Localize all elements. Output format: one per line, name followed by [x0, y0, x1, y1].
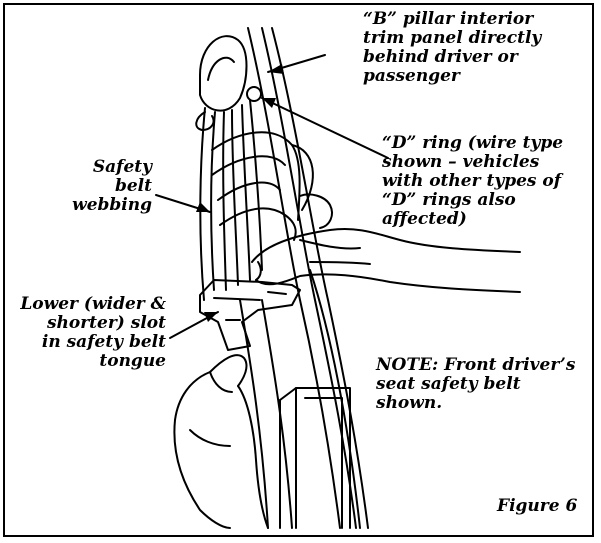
figure-caption-text: Figure 6 — [497, 497, 577, 516]
d-ring-label-line: “D” ring (wire type — [382, 134, 563, 153]
b-pillar-label-line: “B” pillar interior — [363, 10, 541, 29]
d-ring-label-line: with other types of — [382, 172, 563, 191]
b-pillar-label-line: passenger — [363, 67, 541, 86]
b-pillar-label-line: trim panel directly — [363, 29, 541, 48]
b-pillar-label-line: behind driver or — [363, 48, 541, 67]
d-ring-label-line: shown – vehicles — [382, 153, 563, 172]
webbing-label: Safety belt webbing — [70, 158, 152, 215]
webbing-label-line: Safety — [70, 158, 152, 177]
d-ring-label: “D” ring (wire type shown – vehicles wit… — [382, 134, 563, 229]
note-label: NOTE: Front driver’s seat safety belt sh… — [376, 356, 575, 413]
b-pillar-label: “B” pillar interior trim panel directly … — [363, 10, 541, 86]
note-label-line: shown. — [376, 394, 575, 413]
lower-slot-label-line: in safety belt — [14, 333, 166, 352]
lower-hand — [174, 355, 268, 528]
lower-slot-label: Lower (wider & shorter) slot in safety b… — [14, 295, 166, 371]
webbing-label-line: webbing — [70, 196, 152, 215]
d-ring-label-line: affected) — [382, 210, 563, 229]
note-label-line: seat safety belt — [376, 375, 575, 394]
d-ring-leader — [262, 98, 388, 158]
lower-slot-label-line: Lower (wider & — [14, 295, 166, 314]
lower-slot-label-line: tongue — [14, 352, 166, 371]
figure-caption: Figure 6 — [497, 497, 577, 516]
lower-slot-label-line: shorter) slot — [14, 314, 166, 333]
webbing-label-line: belt — [70, 177, 152, 196]
note-label-line: NOTE: Front driver’s — [376, 356, 575, 375]
leader-lines — [156, 55, 388, 338]
d-ring-label-line: “D” rings also — [382, 191, 563, 210]
